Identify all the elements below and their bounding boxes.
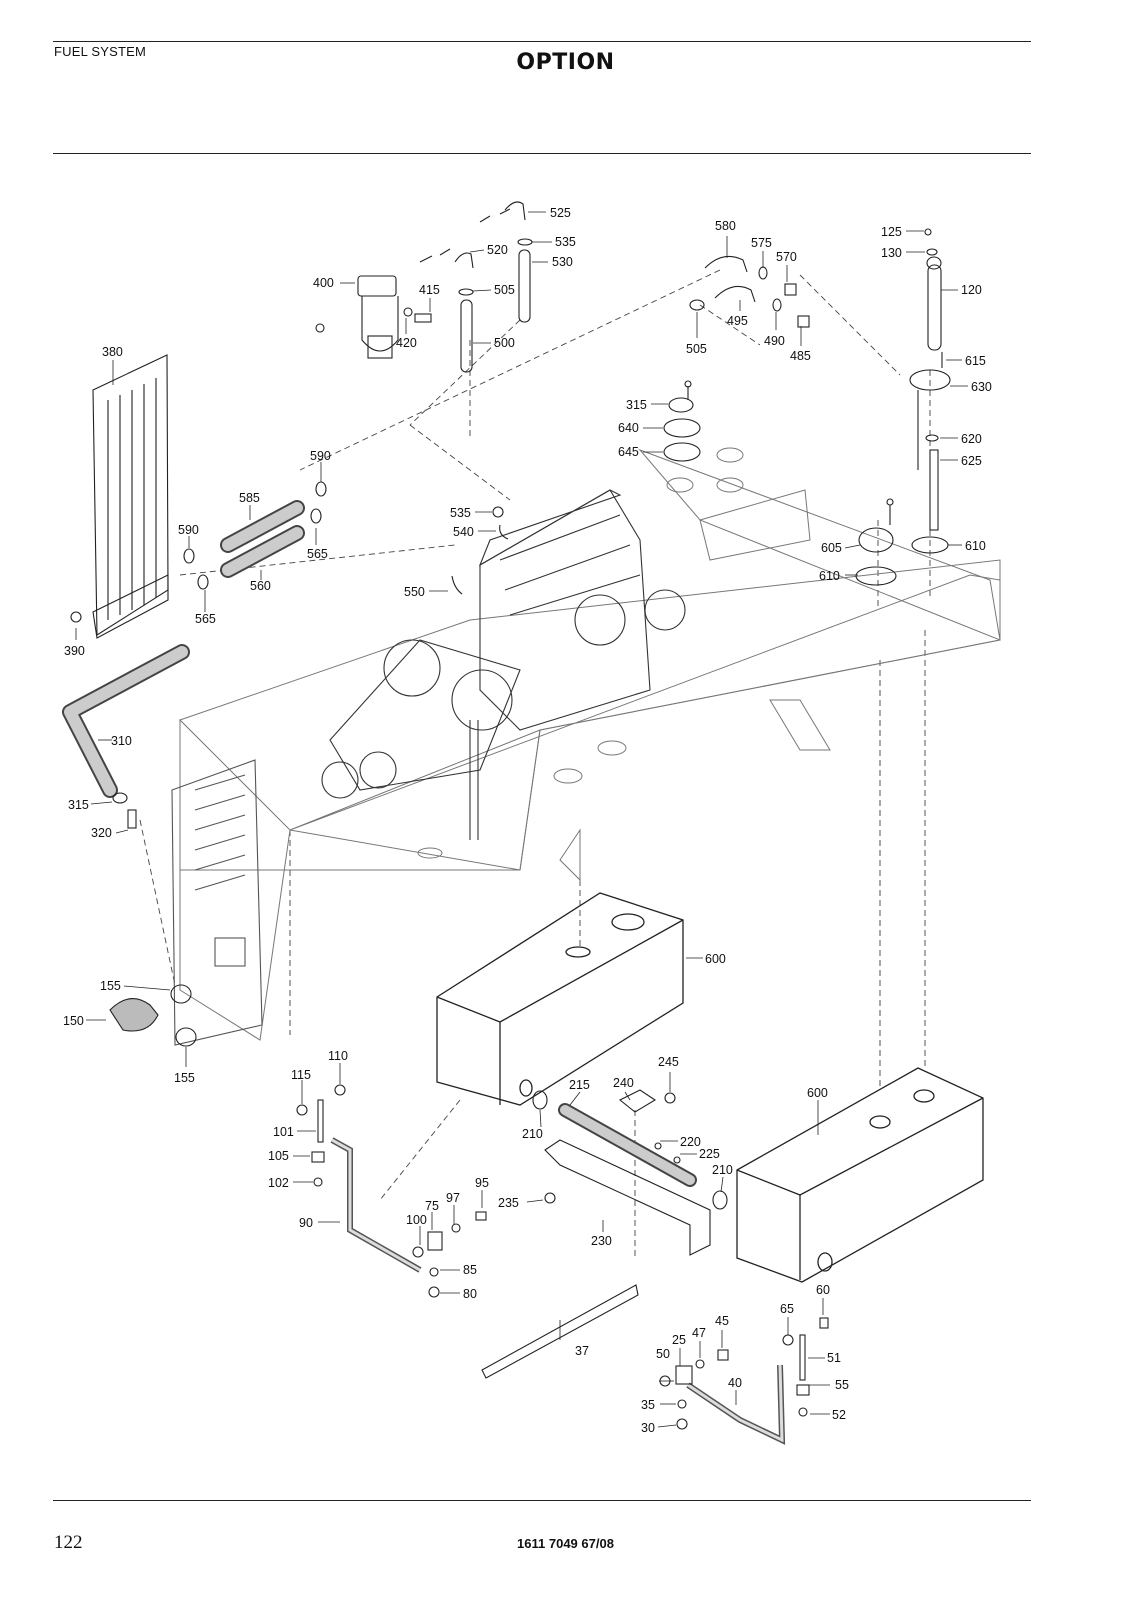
callout-75: 75 bbox=[425, 1199, 439, 1213]
callout-540: 540 bbox=[453, 525, 474, 539]
callout-600: 600 bbox=[705, 952, 726, 966]
callout-25: 25 bbox=[672, 1333, 686, 1347]
callout-130: 130 bbox=[881, 246, 902, 260]
callout-105: 105 bbox=[268, 1149, 289, 1163]
callout-620: 620 bbox=[961, 432, 982, 446]
callout-115: 115 bbox=[291, 1068, 311, 1082]
callout-220: 220 bbox=[680, 1135, 701, 1149]
callout-37: 37 bbox=[575, 1344, 589, 1358]
callout-45: 45 bbox=[715, 1314, 729, 1328]
callout-315b: 315 bbox=[68, 798, 89, 812]
callout-610b: 610 bbox=[819, 569, 840, 583]
callout-630: 630 bbox=[971, 380, 992, 394]
callout-605: 605 bbox=[821, 541, 842, 555]
callout-585: 585 bbox=[239, 491, 260, 505]
callout-60: 60 bbox=[816, 1283, 830, 1297]
callout-320: 320 bbox=[91, 826, 112, 840]
header-rule bbox=[53, 153, 1031, 154]
section-title: FUEL SYSTEM bbox=[54, 44, 147, 59]
page-heading: OPTION bbox=[516, 50, 615, 75]
callout-235: 235 bbox=[498, 1196, 519, 1210]
callout-560: 560 bbox=[250, 579, 271, 593]
callout-120: 120 bbox=[961, 283, 982, 297]
callout-535: 535 bbox=[555, 235, 576, 249]
callout-95: 95 bbox=[475, 1176, 489, 1190]
callout-565b: 565 bbox=[195, 612, 216, 626]
callout-150: 150 bbox=[63, 1014, 84, 1028]
callout-30: 30 bbox=[641, 1421, 655, 1435]
callout-505b: 505 bbox=[686, 342, 707, 356]
callout-570: 570 bbox=[776, 250, 797, 264]
callout-110: 110 bbox=[328, 1049, 348, 1063]
callout-530: 530 bbox=[552, 255, 573, 269]
callout-155: 155 bbox=[100, 979, 121, 993]
callout-65: 65 bbox=[780, 1302, 794, 1316]
callout-505: 505 bbox=[494, 283, 515, 297]
callout-210b: 210 bbox=[712, 1163, 733, 1177]
callout-610: 610 bbox=[965, 539, 986, 553]
part-callouts: 525 535 530 520 505 500 400 415 420 580 … bbox=[63, 206, 992, 1435]
callout-590: 590 bbox=[310, 449, 331, 463]
callout-225: 225 bbox=[699, 1147, 720, 1161]
callout-580: 580 bbox=[715, 219, 736, 233]
callout-51: 51 bbox=[827, 1351, 841, 1365]
callout-97: 97 bbox=[446, 1191, 460, 1205]
callout-575: 575 bbox=[751, 236, 772, 250]
callout-125: 125 bbox=[881, 225, 902, 239]
callout-245: 245 bbox=[658, 1055, 679, 1069]
footer-rule bbox=[53, 1500, 1031, 1501]
callout-565: 565 bbox=[307, 547, 328, 561]
callout-500: 500 bbox=[494, 336, 515, 350]
callout-80: 80 bbox=[463, 1287, 477, 1301]
callout-535b: 535 bbox=[450, 506, 471, 520]
callout-380: 380 bbox=[102, 345, 123, 359]
callout-625: 625 bbox=[961, 454, 982, 468]
callout-102: 102 bbox=[268, 1176, 289, 1190]
callout-90: 90 bbox=[299, 1216, 313, 1230]
callout-210: 210 bbox=[522, 1127, 543, 1141]
callout-520: 520 bbox=[487, 243, 508, 257]
callout-100: 100 bbox=[406, 1213, 427, 1227]
callout-35: 35 bbox=[641, 1398, 655, 1412]
callout-315: 315 bbox=[626, 398, 647, 412]
callout-310: 310 bbox=[111, 734, 132, 748]
callout-50: 50 bbox=[656, 1347, 670, 1361]
callout-55: 55 bbox=[835, 1378, 849, 1392]
callout-645: 645 bbox=[618, 445, 639, 459]
callout-640: 640 bbox=[618, 421, 639, 435]
callout-101: 101 bbox=[273, 1125, 294, 1139]
callout-525: 525 bbox=[550, 206, 571, 220]
callout-615: 615 bbox=[965, 354, 986, 368]
document-number: 1611 7049 67/08 bbox=[517, 1536, 614, 1551]
callout-495: 495 bbox=[727, 314, 748, 328]
callout-400: 400 bbox=[313, 276, 334, 290]
callout-415: 415 bbox=[419, 283, 440, 297]
callout-550: 550 bbox=[404, 585, 425, 599]
callout-230: 230 bbox=[591, 1234, 612, 1248]
callout-485: 485 bbox=[790, 349, 811, 363]
callout-390: 390 bbox=[64, 644, 85, 658]
callout-52: 52 bbox=[832, 1408, 846, 1422]
callout-240: 240 bbox=[613, 1076, 634, 1090]
callout-600b: 600 bbox=[807, 1086, 828, 1100]
callout-85: 85 bbox=[463, 1263, 477, 1277]
callout-420: 420 bbox=[396, 336, 417, 350]
callout-490: 490 bbox=[764, 334, 785, 348]
callout-155b: 155 bbox=[174, 1071, 195, 1085]
top-rule bbox=[53, 41, 1031, 42]
callout-215: 215 bbox=[569, 1078, 590, 1092]
callout-590b: 590 bbox=[178, 523, 199, 537]
callout-47: 47 bbox=[692, 1326, 706, 1340]
page-number: 122 bbox=[54, 1532, 83, 1553]
callout-40: 40 bbox=[728, 1376, 742, 1390]
